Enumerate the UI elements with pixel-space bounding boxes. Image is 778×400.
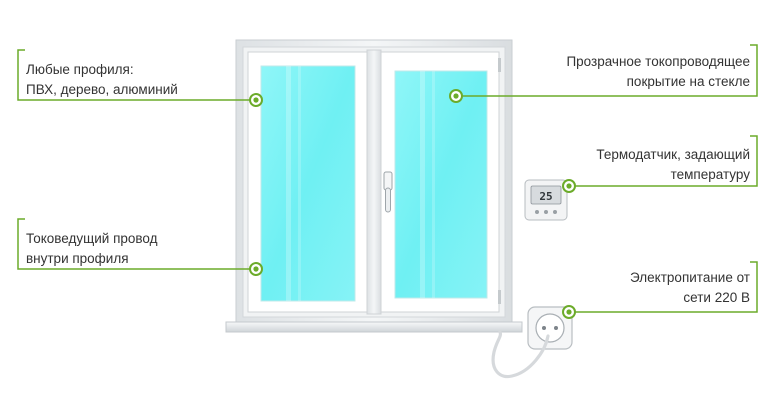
window-sill: [225, 321, 523, 333]
label-profiles: Любые профиля: ПВХ, дерево, алюминий: [26, 60, 178, 100]
power-socket-icon: [527, 306, 573, 350]
thermostat-display: 25: [539, 190, 552, 203]
window-icon: [225, 39, 523, 333]
leader-power: [569, 261, 758, 313]
label-wire: Токоведущий провод внутри профиля: [26, 229, 158, 269]
leader-profiles: [17, 49, 256, 101]
label-coating-line1: Прозрачное токопроводящее: [566, 54, 750, 69]
label-power: Электропитание от сети 220 В: [630, 268, 750, 308]
label-coating: Прозрачное токопроводящее покрытие на ст…: [566, 52, 750, 92]
label-wire-line1: Токоведущий провод: [26, 231, 158, 246]
marker-dots: [249, 89, 576, 319]
plug-cable-icon: [491, 330, 550, 379]
label-wire-line2: внутри профиля: [26, 251, 129, 266]
label-profiles-line1: Любые профиля:: [26, 62, 134, 77]
label-power-line2: сети 220 В: [683, 290, 750, 305]
leader-lines: [17, 44, 758, 313]
window-handle-icon: [383, 171, 393, 213]
thermostat-icon: 25: [524, 179, 568, 221]
label-profiles-line2: ПВХ, дерево, алюминий: [26, 82, 178, 97]
leader-sensor: [569, 135, 758, 187]
label-sensor-line1: Термодатчик, задающий: [596, 147, 750, 162]
label-sensor: Термодатчик, задающий температуру: [596, 145, 750, 185]
left-glass-pane: [260, 65, 356, 302]
label-power-line1: Электропитание от: [630, 270, 750, 285]
label-sensor-line2: температуру: [670, 167, 750, 182]
leader-wire: [17, 218, 256, 270]
leader-coating: [456, 44, 758, 97]
label-coating-line2: покрытие на стекле: [626, 74, 750, 89]
right-glass-pane: [394, 70, 488, 299]
